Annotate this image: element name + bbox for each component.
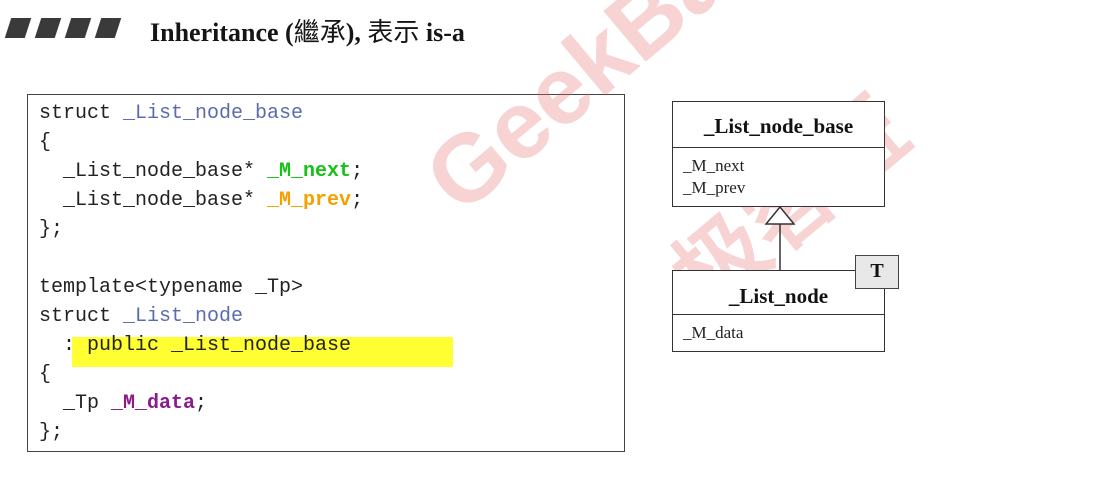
code-field-next: _M_next (267, 160, 352, 183)
code-highlight (72, 337, 453, 367)
code-line: : public _List_node_base (39, 334, 352, 357)
code-line: struct _List_node_base (39, 101, 303, 127)
uml-class-derived: _List_node _M_data (672, 270, 885, 352)
title-cjk-means: 表示 (367, 18, 420, 48)
title-cjk-inheritance: 繼承 (293, 18, 346, 48)
code-text: ; (351, 160, 364, 183)
template-parameter-box: T (855, 255, 899, 289)
uml-class-name: _List_node (728, 284, 829, 308)
code-type-name: _List_node (123, 305, 244, 328)
code-type-name: _List_node_base (123, 102, 304, 125)
uml-attribute: _M_prev (683, 178, 746, 197)
code-line: }; (39, 218, 64, 241)
code-line: _List_node_base* _M_prev; (39, 188, 363, 214)
title-part: ), (345, 18, 368, 47)
code-text: _List_node_base* (39, 160, 268, 183)
code-line: { (39, 131, 52, 154)
code-field-data: _M_data (111, 392, 196, 415)
code-text: ; (195, 392, 208, 415)
bullet-bar-icon (4, 18, 32, 38)
uml-class-base: _List_node_base _M_next _M_prev (672, 101, 885, 207)
code-line: _Tp _M_data; (39, 391, 207, 417)
inheritance-arrow-icon (764, 205, 796, 270)
slide-title: Inheritance (繼承), 表示 is-a (150, 12, 465, 49)
code-keyword: struct (39, 102, 124, 125)
title-part: Inheritance ( (150, 18, 294, 47)
code-line: template<typename _Tp> (39, 276, 304, 299)
uml-class-name: _List_node_base (703, 114, 854, 138)
code-field-prev: _M_prev (267, 189, 352, 212)
code-text: _List_node_base* (39, 189, 268, 212)
uml-attribute: _M_data (683, 323, 744, 342)
code-keyword: struct (39, 305, 124, 328)
code-text: ; (351, 189, 364, 212)
bullet-bar-icon (94, 18, 122, 38)
code-line: _List_node_base* _M_next; (39, 159, 363, 185)
code-line: }; (39, 421, 64, 444)
code-text: _Tp (39, 392, 112, 415)
slide-title-bar: Inheritance (繼承), 表示 is-a (0, 8, 1102, 48)
code-panel: struct _List_node_base { _List_node_base… (27, 94, 625, 452)
uml-attribute: _M_next (683, 156, 745, 175)
uml-separator (673, 314, 884, 315)
uml-separator (673, 147, 884, 148)
bullet-bar-icon (34, 18, 62, 38)
code-line: { (39, 363, 52, 386)
code-line: struct _List_node (39, 304, 243, 330)
title-part: is-a (419, 18, 465, 47)
bullet-bar-icon (64, 18, 92, 38)
